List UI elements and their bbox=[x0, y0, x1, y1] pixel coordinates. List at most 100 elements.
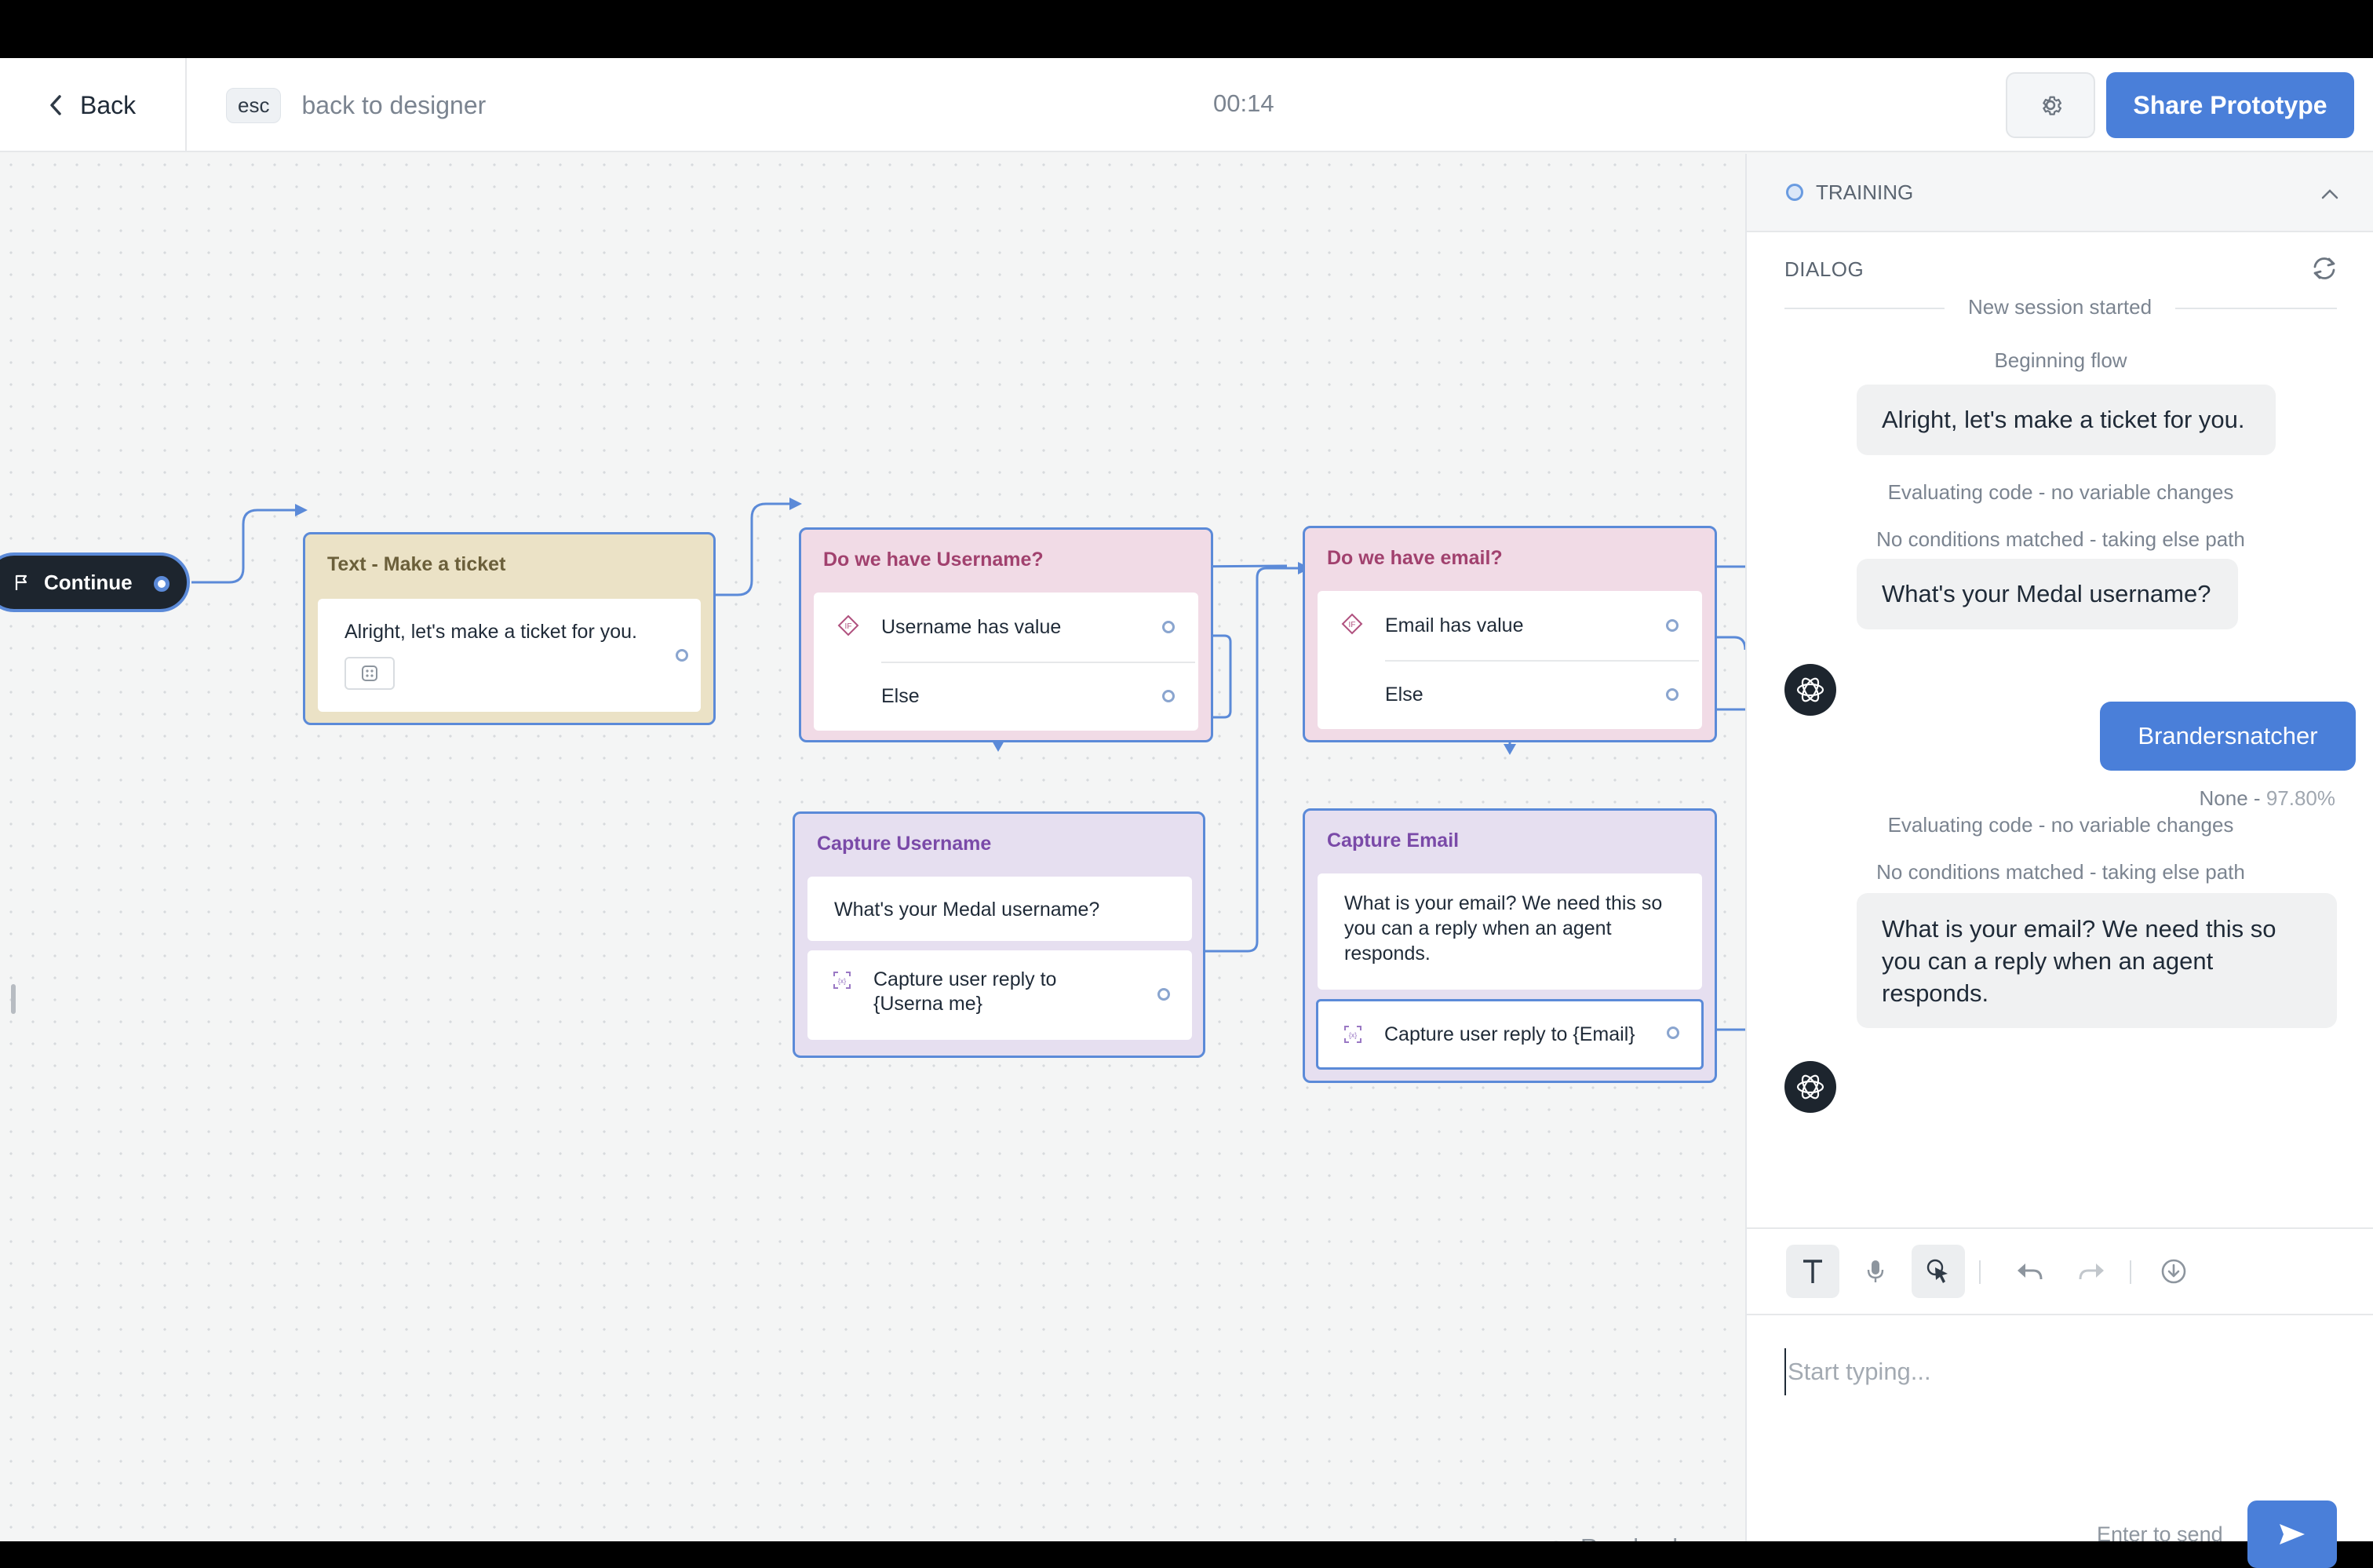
bot-logo-icon bbox=[1796, 1074, 1824, 1099]
svg-text:{x}: {x} bbox=[838, 977, 847, 985]
variant-button[interactable] bbox=[344, 657, 395, 690]
condition-port[interactable] bbox=[1162, 621, 1175, 633]
node-title: Capture Username bbox=[817, 833, 992, 855]
session-started-label: New session started bbox=[1944, 295, 2176, 319]
bot-logo-icon bbox=[1796, 677, 1824, 702]
bot-message: What's your Medal username? bbox=[1857, 559, 2238, 629]
click-mode-button[interactable] bbox=[1912, 1245, 1965, 1298]
panel-resize-handle[interactable] bbox=[11, 984, 16, 1014]
text-t-icon bbox=[1803, 1260, 1822, 1283]
undo-icon bbox=[2018, 1264, 2043, 1280]
gear-icon bbox=[2043, 96, 2062, 115]
bot-avatar bbox=[1784, 664, 1836, 716]
capture-text: Capture user reply to {Email} bbox=[1384, 1023, 1635, 1045]
microphone-icon bbox=[1867, 1260, 1884, 1282]
svg-text:{x}: {x} bbox=[1349, 1031, 1358, 1039]
else-port[interactable] bbox=[1162, 690, 1175, 702]
capture-port[interactable] bbox=[1157, 988, 1170, 1001]
debug-eval-line: Evaluating code - no variable changes bbox=[1887, 480, 2234, 504]
esc-hint: esc back to designer bbox=[226, 88, 486, 123]
text-step[interactable]: Alright, let's make a ticket for you. bbox=[318, 599, 701, 712]
voice-mode-button[interactable] bbox=[1849, 1245, 1902, 1298]
if-condition-icon: IF bbox=[837, 614, 859, 636]
user-message: Brandersnatcher bbox=[2100, 702, 2356, 771]
send-icon bbox=[2280, 1524, 2305, 1544]
debug-nocond-line: No conditions matched - taking else path bbox=[1876, 860, 2245, 884]
send-button[interactable] bbox=[2247, 1501, 2337, 1568]
redo-button[interactable] bbox=[2065, 1245, 2119, 1298]
svg-text:IF: IF bbox=[845, 622, 852, 631]
node-title: Capture Email bbox=[1327, 830, 1460, 851]
chevron-left-icon bbox=[50, 95, 61, 115]
condition-list: IF Username has value Else bbox=[814, 593, 1198, 731]
divider bbox=[1385, 660, 1699, 662]
text-mode-button[interactable] bbox=[1786, 1245, 1839, 1298]
flow-canvas[interactable]: Continue Text - Make a ticket Alright, l… bbox=[0, 154, 1745, 1541]
training-section-header[interactable]: TRAINING bbox=[1747, 154, 2373, 232]
node-title: Do we have email? bbox=[1327, 547, 1503, 569]
condition-port[interactable] bbox=[1666, 619, 1679, 632]
read-only-indicator: Read only bbox=[1543, 1533, 1690, 1541]
start-port[interactable] bbox=[154, 576, 170, 592]
start-block[interactable]: Continue bbox=[0, 552, 190, 612]
capture-icon: {x} bbox=[1344, 1026, 1361, 1043]
prompt-step[interactable]: What's your Medal username? bbox=[807, 877, 1192, 941]
capture-port[interactable] bbox=[1667, 1026, 1679, 1039]
condition-label-email[interactable]: Email has value bbox=[1385, 614, 1524, 636]
flag-icon bbox=[15, 574, 27, 590]
toolbar-separator bbox=[2130, 1260, 2131, 1284]
intent-confidence-value: 97.80% bbox=[2265, 786, 2335, 810]
esc-hint-text: back to designer bbox=[301, 91, 487, 119]
message-input[interactable] bbox=[1784, 1348, 2334, 1395]
capture-step[interactable]: {x} Capture user reply to {Email} bbox=[1316, 999, 1704, 1070]
training-label: TRAINING bbox=[1816, 180, 1914, 204]
intent-name: None - bbox=[2199, 786, 2261, 810]
output-port[interactable] bbox=[676, 649, 688, 662]
prompt-text: What's your Medal username? bbox=[834, 899, 1100, 921]
divider bbox=[881, 662, 1195, 663]
intent-confidence: None - 97.80% bbox=[2200, 786, 2335, 811]
capture-step[interactable]: {x} Capture user reply to {Userna me} bbox=[807, 950, 1192, 1040]
settings-button[interactable] bbox=[2006, 72, 2095, 138]
redo-icon bbox=[2079, 1264, 2104, 1280]
bot-message: What is your email? We need this so you … bbox=[1857, 893, 2337, 1028]
chevron-up-icon[interactable] bbox=[2321, 188, 2338, 199]
svg-text:IF: IF bbox=[1349, 621, 1356, 629]
download-button[interactable] bbox=[2147, 1245, 2200, 1298]
app-window: Back esc back to designer 00:14 Share Pr… bbox=[0, 58, 2373, 1568]
condition-label-username[interactable]: Username has value bbox=[881, 616, 1062, 638]
text-node-make-ticket[interactable]: Text - Make a ticket Alright, let's make… bbox=[303, 532, 716, 725]
back-button[interactable]: Back bbox=[0, 58, 187, 152]
undo-button[interactable] bbox=[2003, 1245, 2056, 1298]
share-prototype-button[interactable]: Share Prototype bbox=[2106, 72, 2354, 138]
read-only-label: Read only bbox=[1580, 1533, 1690, 1541]
beginning-flow-label: Beginning flow bbox=[1994, 348, 2127, 372]
else-label[interactable]: Else bbox=[1385, 684, 1423, 706]
back-label: Back bbox=[80, 90, 137, 119]
dice-icon bbox=[362, 665, 377, 681]
pointer-click-icon bbox=[1926, 1259, 1948, 1283]
bot-message: Alright, let's make a ticket for you. bbox=[1857, 385, 2276, 455]
else-port[interactable] bbox=[1666, 688, 1679, 701]
training-status-dot bbox=[1786, 184, 1803, 201]
capture-icon: {x} bbox=[833, 972, 851, 989]
esc-key-badge: esc bbox=[226, 88, 282, 123]
capture-node-email[interactable]: Capture Email What is your email? We nee… bbox=[1303, 808, 1717, 1083]
else-label[interactable]: Else bbox=[881, 685, 920, 707]
capture-node-username[interactable]: Capture Username What's your Medal usern… bbox=[793, 811, 1205, 1058]
condition-node-username[interactable]: Do we have Username? IF Username has val… bbox=[799, 527, 1213, 742]
condition-node-email[interactable]: Do we have email? IF Email has value Els… bbox=[1303, 526, 1717, 742]
prototype-panel: TRAINING DIALOG New session started Begi… bbox=[1745, 154, 2373, 1568]
node-title: Text - Make a ticket bbox=[327, 553, 506, 575]
capture-text: Capture user reply to {Userna me} bbox=[873, 968, 1057, 1015]
restart-icon[interactable] bbox=[2310, 256, 2338, 281]
debug-eval-line: Evaluating code - no variable changes bbox=[1887, 813, 2234, 837]
session-timer: 00:14 bbox=[1213, 89, 1274, 117]
prompt-step[interactable]: What is your email? We need this so you … bbox=[1318, 873, 1702, 990]
dialog-header: DIALOG bbox=[1784, 257, 1864, 281]
if-condition-icon: IF bbox=[1341, 613, 1363, 635]
top-bar: Back esc back to designer 00:14 Share Pr… bbox=[0, 58, 2373, 152]
toolbar-separator bbox=[1979, 1260, 1981, 1284]
debug-nocond-line: No conditions matched - taking else path bbox=[1876, 527, 2245, 551]
download-icon bbox=[2161, 1259, 2186, 1284]
